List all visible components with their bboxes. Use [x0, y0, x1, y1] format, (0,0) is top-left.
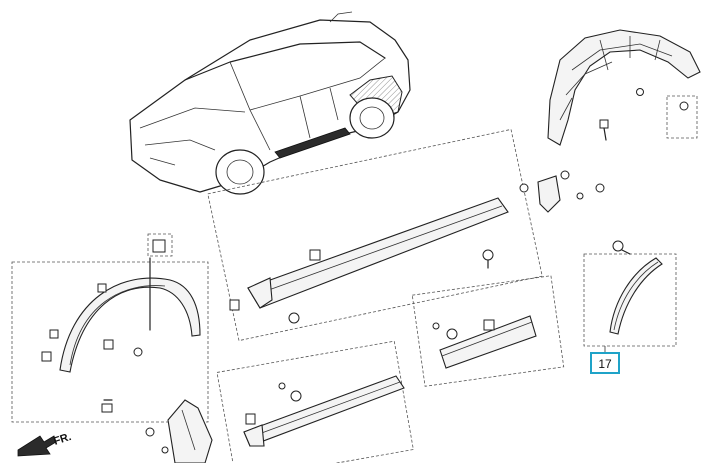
door-lower-moulding — [243, 375, 405, 447]
vehicle-overview — [129, 11, 411, 195]
rear-door-moulding-box — [411, 275, 565, 387]
rear-door-lower-moulding — [432, 315, 537, 369]
front-arch-box — [11, 261, 209, 423]
front-arch-moulding — [41, 233, 201, 413]
sill-bracket — [519, 175, 605, 213]
mudguard — [145, 399, 213, 463]
front-direction-label: FR. — [52, 431, 73, 448]
rear-arch-moulding — [604, 240, 663, 352]
front-direction-marker: FR. — [17, 431, 73, 457]
callout-17[interactable]: 17 — [590, 352, 620, 374]
fastener-clips-fender — [560, 88, 689, 180]
side-sill-garnish — [229, 197, 509, 324]
inner-fender — [547, 29, 701, 146]
callout-label: 17 — [598, 357, 612, 371]
fastener-inset-box — [666, 95, 698, 139]
door-moulding-box — [216, 340, 414, 463]
